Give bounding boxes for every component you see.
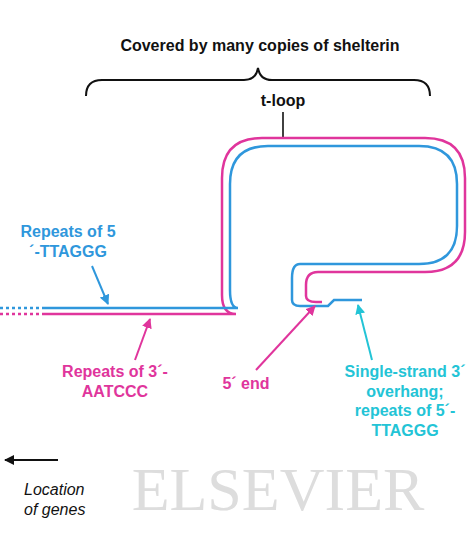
- callout-arrow: [256, 306, 315, 370]
- callout-arrow: [358, 305, 372, 360]
- dna-strand-dotted: [0, 307, 45, 310]
- callout-arrow: [92, 266, 108, 304]
- t-loop-leader: [282, 112, 284, 138]
- strand-label: Repeats of 5´-TTAGGG: [16, 222, 120, 261]
- strand-label: Repeats of 3´-AATCCC: [60, 362, 170, 401]
- dna-strand-dotted: [0, 313, 45, 316]
- direction-label: Location of genes: [24, 480, 100, 519]
- callout-arrow: [135, 319, 150, 360]
- direction-arrow: [5, 459, 58, 461]
- bracket-label: Covered by many copies of shelterin: [70, 36, 450, 56]
- shelterin-bracket: [86, 68, 430, 96]
- overhang-label: Single-strand 3´ overhang; repeats of 5´…: [343, 362, 467, 440]
- end-label: 5´ end: [205, 374, 287, 394]
- structure-label: t-loop: [240, 91, 326, 111]
- watermark: ELSEVIER: [78, 452, 475, 528]
